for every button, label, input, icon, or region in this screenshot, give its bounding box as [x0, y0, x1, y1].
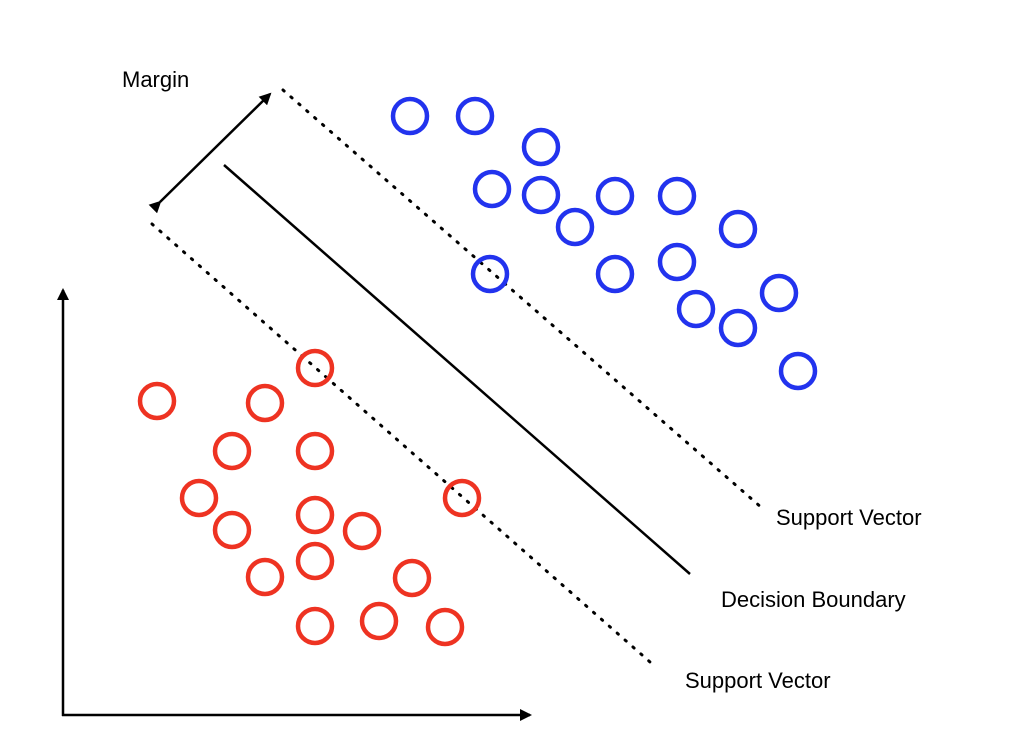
class-a-point — [657, 176, 697, 216]
class-b-point — [342, 511, 382, 551]
class-a-point — [595, 176, 635, 216]
class-a-point — [759, 273, 799, 313]
class-a-point — [455, 96, 495, 136]
class-b-point — [295, 541, 335, 581]
class-b-point — [179, 478, 219, 518]
class-a-points — [390, 96, 818, 391]
class-a-point — [595, 254, 635, 294]
class-a-point — [470, 254, 510, 294]
support-vector-label-lower: Support Vector — [685, 668, 831, 693]
class-b-point — [425, 607, 465, 647]
support-vector-label-upper: Support Vector — [776, 505, 922, 530]
class-b-point — [212, 431, 252, 471]
class-b-point — [137, 381, 177, 421]
class-b-point — [295, 495, 335, 535]
class-a-point — [521, 127, 561, 167]
class-b-point — [295, 348, 335, 388]
decision-boundary-line — [223, 164, 691, 575]
class-b-point — [212, 510, 252, 550]
class-a-point — [657, 242, 697, 282]
margin-label: Margin — [122, 67, 190, 92]
class-b-point — [442, 478, 482, 518]
class-a-point — [555, 207, 595, 247]
class-a-point — [521, 175, 561, 215]
support-vector-line-upper — [281, 88, 764, 510]
class-a-point — [390, 96, 430, 136]
class-b-points — [137, 348, 482, 647]
class-a-point — [676, 289, 716, 329]
class-a-point — [718, 209, 758, 249]
class-a-point — [472, 169, 512, 209]
class-a-point — [778, 351, 818, 391]
class-a-point — [718, 308, 758, 348]
support-vector-line-lower — [150, 222, 652, 664]
class-b-point — [295, 606, 335, 646]
decision-boundary-label: Decision Boundary — [721, 587, 906, 612]
class-b-point — [392, 558, 432, 598]
class-b-point — [295, 431, 335, 471]
class-b-point — [245, 557, 285, 597]
class-b-point — [245, 383, 285, 423]
class-b-point — [359, 601, 399, 641]
margin-arrow — [148, 92, 272, 214]
